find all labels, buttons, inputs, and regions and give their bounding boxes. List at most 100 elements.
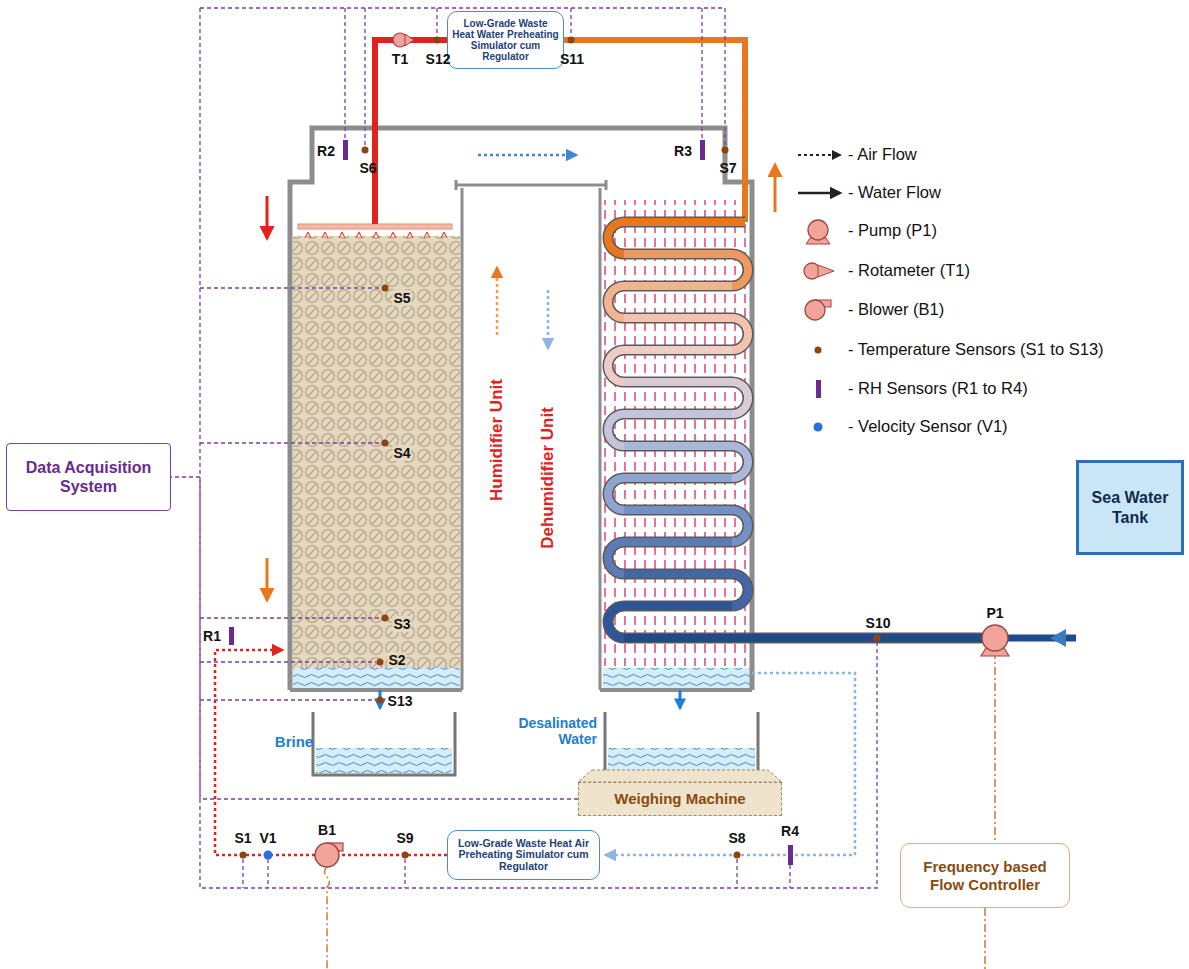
velocity-sensor (264, 851, 273, 860)
air-loop (215, 650, 447, 855)
water-pool (293, 668, 460, 688)
rh-sensor (788, 845, 793, 865)
cooling-coil (624, 446, 748, 478)
heater-box: Low-Grade Waste Heat Air Preheating Simu… (447, 830, 600, 880)
unit-label: Dehumidifier Unit (538, 406, 558, 550)
air-loop (606, 673, 855, 855)
outlet-arrows (679, 690, 682, 708)
housing (462, 188, 600, 690)
cooling-coil (608, 606, 732, 638)
pump (981, 625, 1009, 656)
temperature-sensor (402, 852, 409, 859)
cooling-coil (624, 510, 748, 542)
daq-box: Data Acquisition System (6, 443, 171, 511)
condenser-fins (603, 200, 750, 666)
control-line (984, 908, 986, 969)
heater-box: Low-Grade Waste Heat Water Preheating Si… (447, 11, 564, 69)
temperature-sensor (434, 37, 441, 44)
legend-text: - Pump (P1) (848, 221, 937, 241)
legend-text: - RH Sensors (R1 to R4) (848, 379, 1028, 399)
callout-label: S13 (387, 693, 414, 709)
temperature-sensor (568, 37, 575, 44)
rh-sensor (700, 140, 705, 160)
callout-label: S10 (865, 615, 892, 631)
callout-label: S9 (395, 830, 414, 846)
legend-samples (805, 300, 825, 320)
callout-label: S12 (425, 51, 452, 67)
legend-text: - Water Flow (848, 183, 941, 203)
containers (605, 712, 758, 775)
control-line (325, 867, 330, 969)
unit-label: Humidifier Unit (487, 378, 507, 502)
callout-label: S6 (358, 160, 377, 176)
cooling-coil (608, 350, 732, 382)
temperature-sensor (382, 285, 389, 292)
callout-label: S7 (718, 160, 737, 176)
box-text: Low-Grade Waste Heat Air Preheating Simu… (452, 838, 595, 873)
flow-arrows (547, 290, 550, 348)
legend-text: - Air Flow (848, 145, 917, 165)
box-text: Low-Grade Waste Heat Water Preheating Si… (452, 18, 559, 62)
box-text: Data Acquisition System (13, 458, 164, 496)
legend-samples (815, 347, 822, 354)
callout-label: S11 (559, 51, 585, 67)
outlet-arrows (380, 690, 680, 708)
containers (313, 712, 455, 775)
hot-water-pipe (375, 40, 447, 224)
cooling-coil (608, 414, 732, 446)
signal-connector (171, 477, 578, 799)
legend-samples (798, 192, 840, 195)
tank-feed-pipe (1008, 629, 1076, 647)
cooling-coil (624, 574, 748, 606)
callout-label: R2 (316, 143, 336, 159)
callout-label: S4 (392, 445, 411, 461)
temperature-sensor (874, 635, 881, 642)
callout-label: S1 (233, 830, 252, 846)
water-pool (603, 668, 750, 688)
callout-label: S2 (387, 652, 406, 668)
rotameter (393, 33, 414, 47)
water-pool (608, 748, 755, 773)
cooling-coil (608, 542, 732, 574)
legend-text: - Velocity Sensor (V1) (848, 417, 1008, 437)
callout-label: B1 (317, 822, 337, 838)
cooling-coil (624, 318, 748, 350)
callout-label: R3 (673, 143, 693, 159)
cooling-coil (624, 634, 982, 642)
flow-arrows (267, 155, 775, 600)
callout-label: P1 (985, 605, 1004, 621)
cooling-coil (608, 478, 732, 510)
callout-label: Brine (274, 733, 314, 750)
temperature-sensor (377, 697, 384, 704)
flow-arrows (774, 165, 777, 212)
box-text: Frequency based Flow Controller (907, 858, 1063, 894)
packing-bed (293, 236, 460, 668)
legend-samples (814, 423, 823, 432)
legend-samples (818, 265, 834, 277)
box-text: Weighing Machine (583, 790, 777, 808)
temperature-sensor (734, 852, 741, 859)
control-line (994, 651, 996, 843)
callout-label: S3 (392, 616, 411, 632)
cooling-coil (608, 222, 745, 254)
legend-samples (816, 380, 821, 398)
temperature-sensor (377, 659, 384, 666)
temperature-sensor (240, 852, 247, 859)
callout-label: S8 (727, 830, 746, 846)
rotameter (405, 34, 414, 46)
weighing-plate (578, 770, 782, 782)
blower (315, 843, 343, 867)
packing-bed (293, 236, 460, 668)
box-text: Sea Water Tank (1085, 488, 1175, 526)
water-pool (293, 668, 755, 773)
temperature-sensor (382, 440, 389, 447)
flow-arrows (496, 268, 499, 335)
flow-arrows (266, 558, 269, 600)
air-loop (215, 650, 855, 855)
signal-wiring (200, 8, 877, 888)
legend-text: - Blower (B1) (848, 300, 944, 320)
hot-water-pipe (375, 40, 745, 224)
